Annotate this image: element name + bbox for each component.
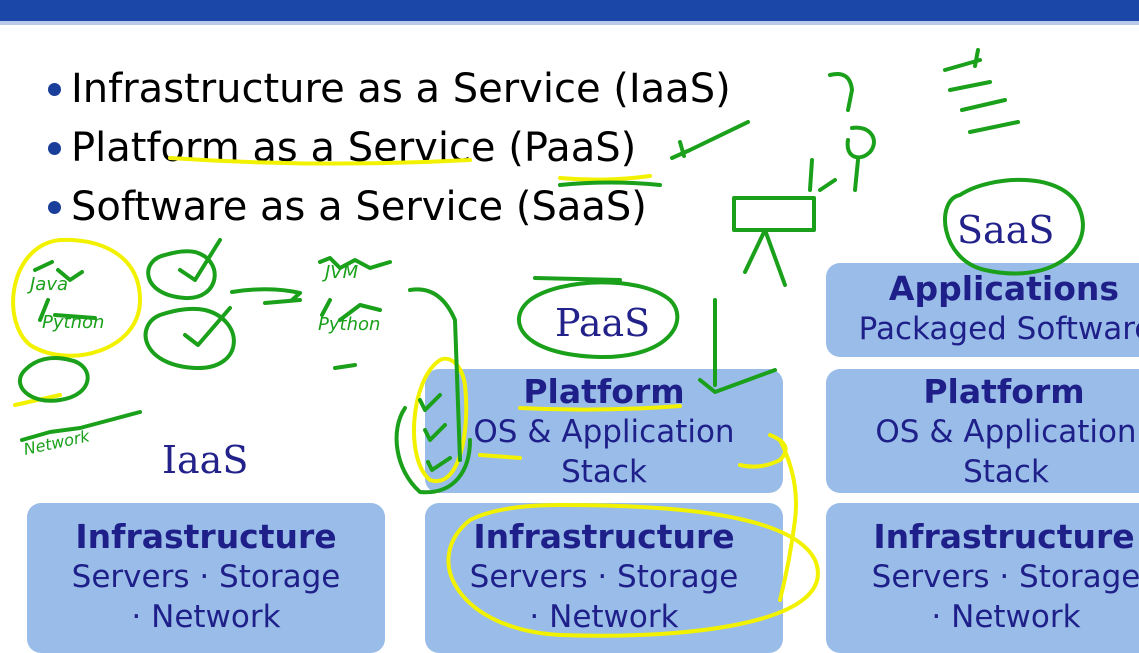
bullet-iaas-text: Infrastructure as a Service (IaaS) bbox=[71, 66, 731, 112]
box-line: OS & Application bbox=[473, 414, 735, 450]
box-title: Platform bbox=[923, 372, 1085, 411]
box-saas-infrastructure: Infrastructure Servers · Storage · Netwo… bbox=[826, 503, 1139, 653]
title-bar-underline bbox=[0, 21, 1139, 25]
green-ink bbox=[17, 48, 1085, 495]
box-title: Applications bbox=[888, 269, 1120, 308]
handwritten-text: Java Python JVM Python Network bbox=[22, 262, 381, 459]
label-paas: PaaS bbox=[555, 301, 651, 345]
yellow-highlights bbox=[11, 156, 820, 638]
title-bar bbox=[0, 0, 1139, 21]
box-line: Stack bbox=[963, 454, 1049, 490]
label-iaas: IaaS bbox=[162, 438, 249, 482]
box-line: · Network bbox=[931, 599, 1081, 635]
box-line: · Network bbox=[529, 599, 679, 635]
box-line: Servers · Storage bbox=[71, 559, 341, 595]
box-title: Infrastructure bbox=[873, 517, 1135, 556]
box-saas-platform: Platform OS & Application Stack bbox=[826, 369, 1139, 493]
box-line: OS & Application bbox=[875, 414, 1137, 450]
hw-python-2: Python bbox=[318, 314, 380, 335]
hw-java: Java bbox=[27, 274, 68, 295]
hw-jvm: JVM bbox=[322, 262, 359, 283]
box-line: Servers · Storage bbox=[871, 559, 1139, 595]
bullet-iaas: Infrastructure as a Service (IaaS) bbox=[48, 60, 731, 119]
bullet-dot-icon bbox=[48, 83, 61, 96]
ink-annotations: Java Python JVM Python Network bbox=[11, 48, 1085, 638]
box-title: Infrastructure bbox=[473, 517, 735, 556]
box-line: Servers · Storage bbox=[469, 559, 739, 595]
box-title: Platform bbox=[523, 372, 685, 411]
box-line: Packaged Software bbox=[858, 311, 1139, 347]
box-title: Infrastructure bbox=[75, 517, 337, 556]
label-saas: SaaS bbox=[957, 208, 1055, 252]
bullet-saas: Software as a Service (SaaS) bbox=[48, 178, 731, 237]
box-line: Stack bbox=[561, 454, 647, 490]
box-line: · Network bbox=[131, 599, 281, 635]
box-saas-applications: Applications Packaged Software bbox=[826, 263, 1139, 357]
bullet-dot-icon bbox=[48, 142, 61, 155]
hw-python-1: Python bbox=[42, 312, 104, 333]
bullet-saas-text: Software as a Service (SaaS) bbox=[71, 184, 647, 230]
box-iaas-infrastructure: Infrastructure Servers · Storage · Netwo… bbox=[27, 503, 385, 653]
bullet-dot-icon bbox=[48, 201, 61, 214]
